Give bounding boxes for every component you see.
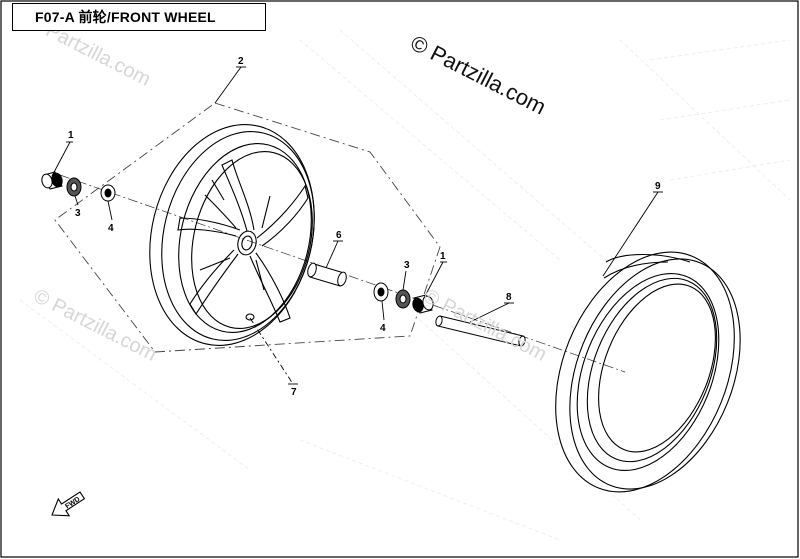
axle-centerline xyxy=(59,174,626,373)
callout-2: 2 xyxy=(238,56,244,67)
callout-6: 6 xyxy=(336,230,342,241)
callout-7: 7 xyxy=(291,387,297,398)
spacer-tube xyxy=(307,262,347,287)
washer-right xyxy=(373,282,389,302)
bearing-right xyxy=(412,294,434,314)
washer-left xyxy=(100,184,116,202)
axle-shaft xyxy=(435,315,526,347)
assembly-boundary xyxy=(54,102,441,353)
tire xyxy=(555,251,741,493)
callout-1-right: 1 xyxy=(440,251,446,262)
callout-9: 9 xyxy=(655,181,661,192)
seal-left xyxy=(66,177,82,197)
callout-3-left: 3 xyxy=(75,208,81,219)
leader-lines xyxy=(51,66,663,385)
diagram-title-box: F07-A 前轮/FRONT WHEEL xyxy=(12,3,266,31)
callout-4-right: 4 xyxy=(380,323,386,334)
callout-3-right: 3 xyxy=(404,260,410,271)
bearing-left xyxy=(41,171,63,190)
callout-8: 8 xyxy=(506,292,512,303)
callout-4-left: 4 xyxy=(108,223,114,234)
page-title: F07-A 前轮/FRONT WHEEL xyxy=(35,9,216,25)
callout-1-left: 1 xyxy=(68,130,74,141)
forward-direction-arrow-icon: FWD xyxy=(51,491,86,517)
fwd-label: FWD xyxy=(64,496,81,511)
wheel-rim xyxy=(149,124,315,346)
seal-right xyxy=(395,289,411,309)
